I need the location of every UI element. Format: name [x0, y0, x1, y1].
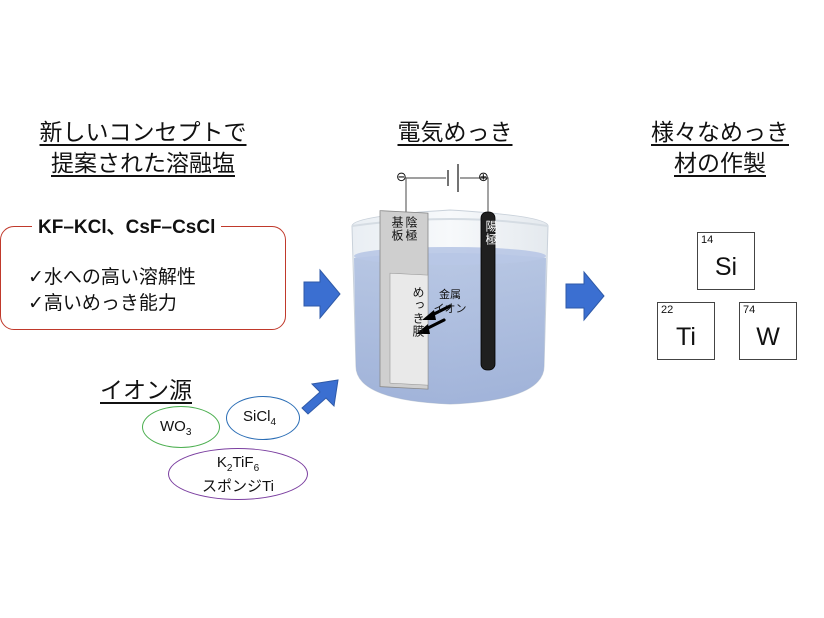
ion-arrowhead-1: [422, 310, 436, 320]
molten-salt-heading-line2: 提案された溶融塩: [51, 151, 235, 177]
solubility-point: ✓水への高い溶解性: [28, 266, 196, 288]
plus-terminal: ⊕: [478, 170, 489, 185]
k2tif6-k: K: [216, 454, 227, 471]
substrate-label: 基板: [390, 216, 404, 242]
circuit-wire-right: [460, 177, 489, 212]
k2tif6-label: K2TiF6 スポンジTi: [168, 454, 308, 496]
plated-film-label: めっき膜: [411, 286, 425, 338]
ion-arrowhead-2: [416, 324, 430, 334]
sponge-ti-label: スポンジTi: [202, 478, 274, 495]
sicl4-base: SiCl: [243, 408, 271, 425]
circuit-wire: [405, 177, 446, 218]
element-symbol-w: W: [756, 323, 780, 351]
cathode-label: 陰極: [404, 216, 418, 242]
element-tile-w: 74 W: [739, 302, 797, 360]
molten-salt-heading-line1: 新しいコンセプトで: [39, 120, 247, 146]
k2tif6-formula: K2TiF6: [168, 454, 308, 478]
wo3-subscript: 3: [185, 427, 192, 438]
k2tif6-mid: TiF: [232, 454, 254, 471]
anode-rod: [480, 211, 496, 371]
electroplating-cell: [351, 164, 549, 405]
cell-to-products-arrow: [565, 270, 605, 322]
electroplating-heading: 電気めっき: [397, 120, 513, 146]
k2tif6-f-subscript: 6: [253, 463, 260, 474]
sicl4-oval: [226, 396, 300, 440]
wo3-base: WO: [160, 418, 186, 435]
metal-ion-label: 金属 イオン: [432, 288, 468, 316]
element-tile-ti: 22 Ti: [657, 302, 715, 360]
metal-ion-label-line2: イオン: [433, 302, 467, 315]
element-number-si: 14: [701, 234, 714, 246]
k2tif6-k-subscript: 2: [226, 463, 233, 474]
products-heading-line1: 様々なめっき: [651, 120, 789, 146]
products-heading-line2: 材の作製: [674, 151, 766, 177]
metal-ion-label-line1: 金属: [439, 288, 461, 301]
beaker-rim: [351, 218, 549, 227]
wo3-label: WO3: [160, 418, 191, 438]
ion-source-heading: イオン源: [100, 378, 192, 404]
products-heading: 様々なめっき 材の作製: [640, 118, 800, 180]
element-number-w: 74: [743, 304, 756, 316]
minus-terminal: ⊖: [396, 170, 407, 185]
wo3-oval: [142, 406, 220, 448]
anode-label: 陽極: [484, 220, 498, 246]
k2tif6-oval: [168, 448, 308, 500]
salt-to-cell-arrow: [303, 268, 341, 320]
element-tile-si: 14 Si: [697, 232, 755, 290]
salt-composition-label: KF–KCl、CsF–CsCl: [32, 212, 222, 239]
molten-salt-heading: 新しいコンセプトで 提案された溶融塩: [28, 118, 258, 180]
sicl4-subscript: 4: [270, 417, 277, 428]
ion-to-cell-arrow: [301, 379, 339, 415]
sicl4-label: SiCl4: [243, 408, 276, 428]
element-number-ti: 22: [661, 304, 674, 316]
element-symbol-ti: Ti: [676, 323, 696, 351]
plating-ability-point: ✓高いめっき能力: [28, 292, 177, 314]
element-symbol-si: Si: [714, 253, 738, 281]
